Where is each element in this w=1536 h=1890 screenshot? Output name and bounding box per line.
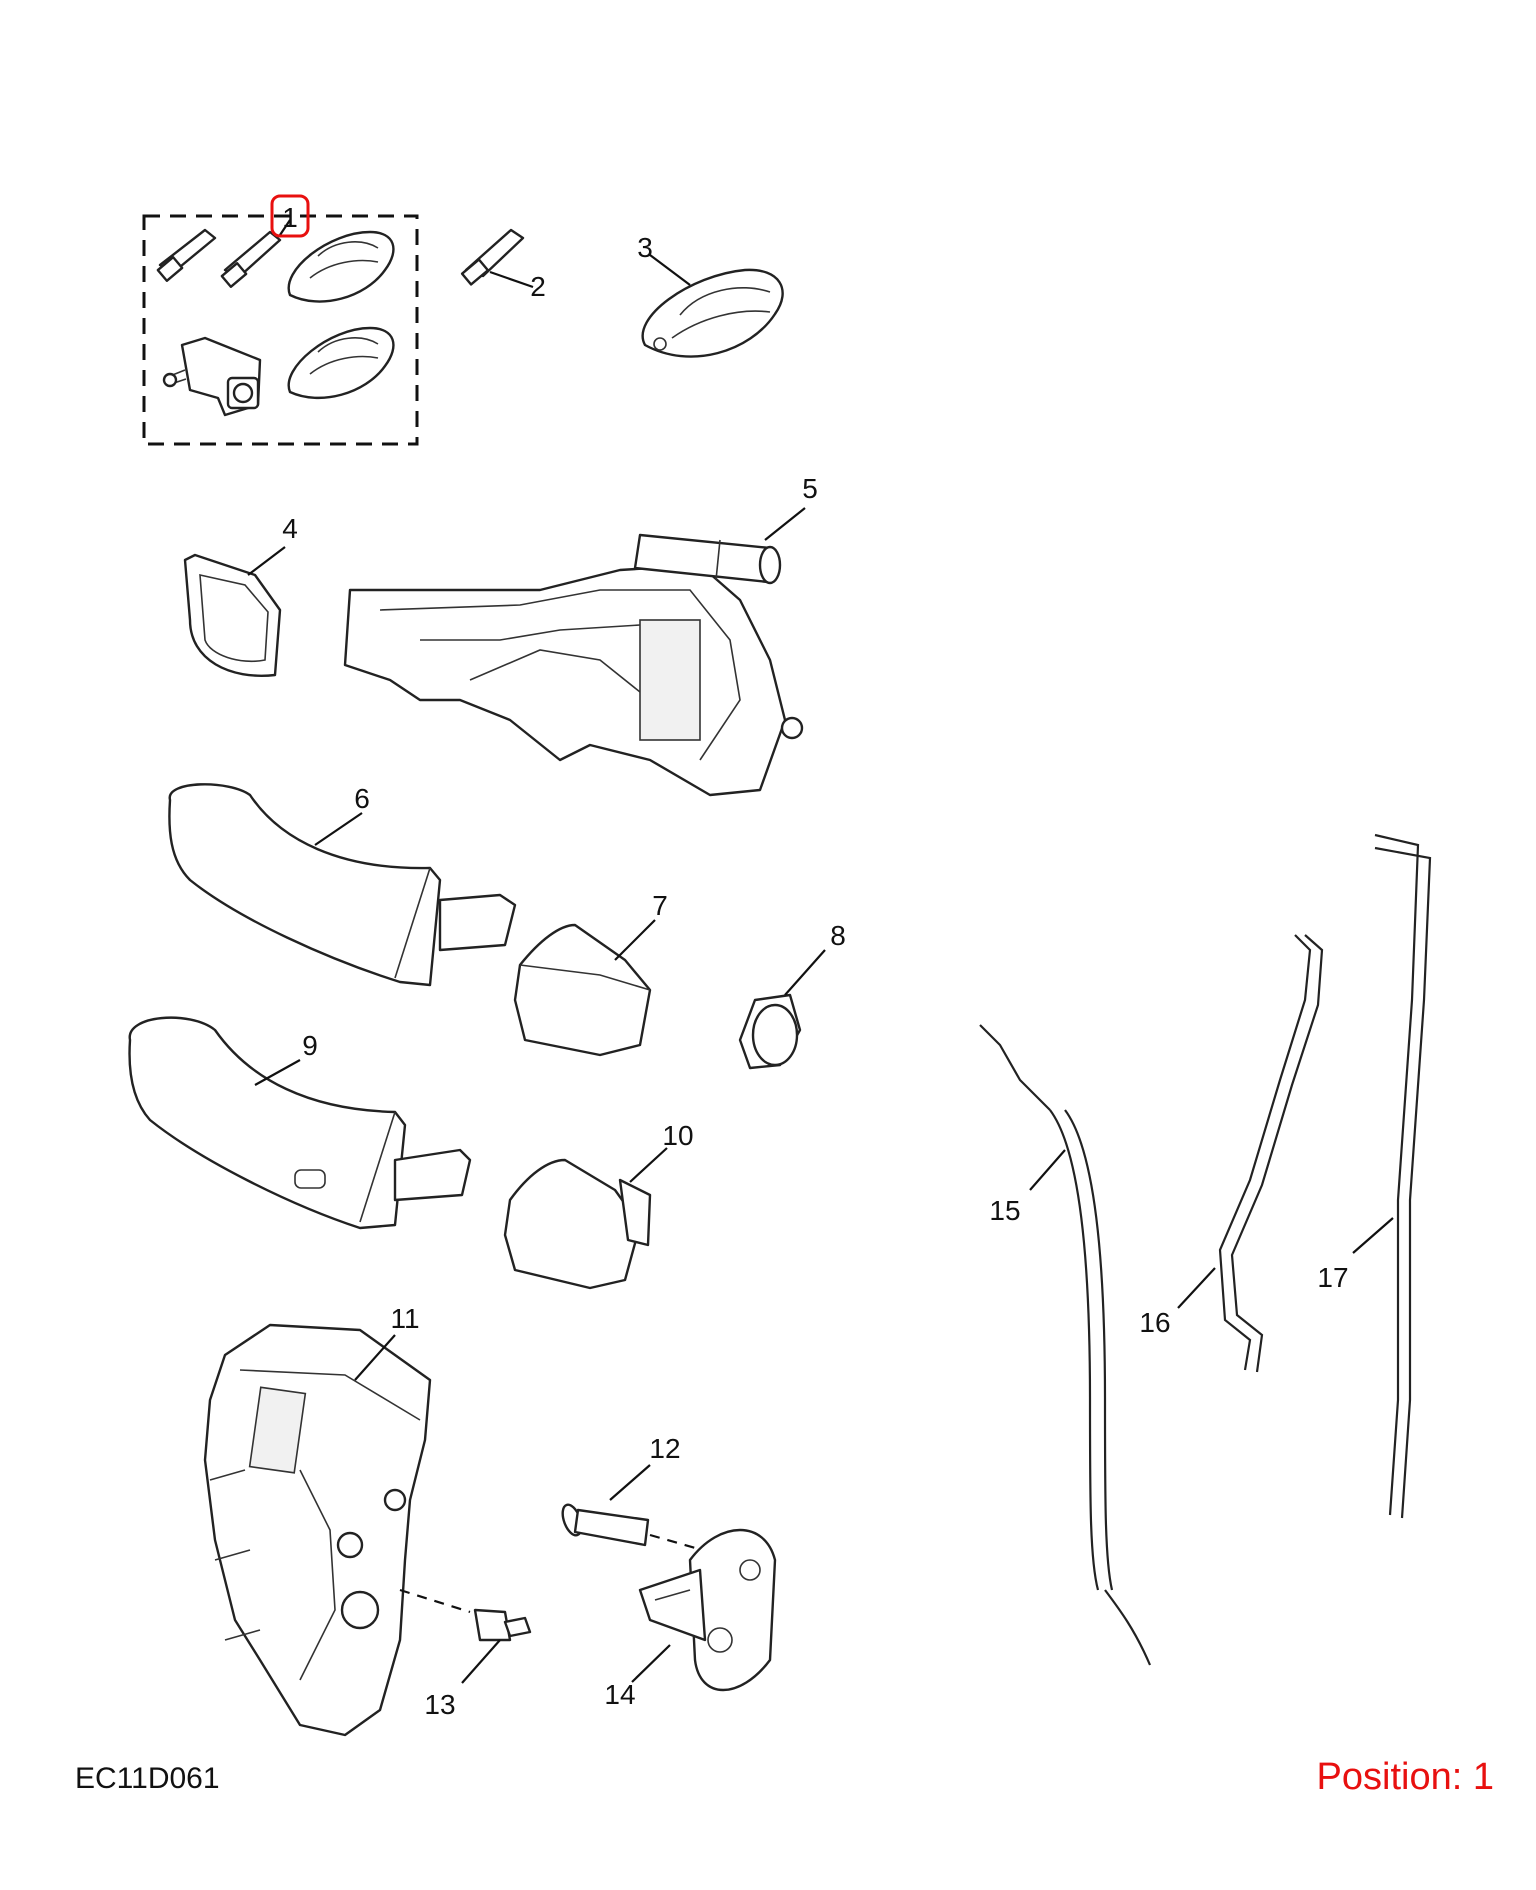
callout-15[interactable]: 15 <box>989 1195 1020 1226</box>
callout-14[interactable]: 14 <box>604 1679 635 1710</box>
callout-6[interactable]: 6 <box>354 783 370 814</box>
callout-17[interactable]: 17 <box>1317 1262 1348 1293</box>
part-16-rod <box>1218 934 1324 1373</box>
callout-1-highlight <box>270 194 310 238</box>
callout-8[interactable]: 8 <box>830 920 846 951</box>
position-label: Position: 1 <box>1316 1756 1494 1798</box>
part-13-bolt <box>399 1588 532 1642</box>
kit-group-box <box>142 214 419 446</box>
callout-5[interactable]: 5 <box>802 473 818 504</box>
figure-id: EC11D061 <box>75 1762 220 1795</box>
part-3-key-fob <box>641 268 784 358</box>
callout-3[interactable]: 3 <box>637 232 653 263</box>
part-6-handle <box>168 783 517 987</box>
callout-10[interactable]: 10 <box>662 1120 693 1151</box>
callout-13[interactable]: 13 <box>424 1689 455 1720</box>
part-9-handle <box>128 1016 472 1230</box>
part-12-pin <box>561 1503 721 1557</box>
callout-1[interactable]: 1 <box>282 202 298 233</box>
part-kit-cover-bottom <box>287 326 395 400</box>
part-kit-cover-top <box>287 230 395 303</box>
part-17-rod <box>1374 833 1432 1519</box>
part-5-handle-carrier <box>343 533 804 797</box>
part-2-key-blade <box>460 228 525 286</box>
callout-11[interactable]: 11 <box>390 1303 419 1334</box>
leader-lines <box>247 219 1394 1684</box>
part-11-door-latch <box>203 1323 432 1737</box>
part-15-cable <box>979 1024 1152 1666</box>
part-8-grommet <box>738 993 802 1070</box>
part-10-handle-cap <box>503 1158 652 1290</box>
part-lock-cylinder <box>162 336 262 417</box>
callout-4[interactable]: 4 <box>282 513 298 544</box>
callout-7[interactable]: 7 <box>652 890 668 921</box>
part-4-bezel <box>183 553 282 677</box>
part-key-blade-b <box>220 230 282 288</box>
callout-9[interactable]: 9 <box>302 1030 318 1061</box>
callout-12[interactable]: 12 <box>649 1433 680 1464</box>
callout-2[interactable]: 2 <box>530 271 546 302</box>
part-key-blade-a <box>156 228 217 282</box>
callout-16[interactable]: 16 <box>1139 1307 1170 1338</box>
part-14-striker <box>638 1528 777 1692</box>
